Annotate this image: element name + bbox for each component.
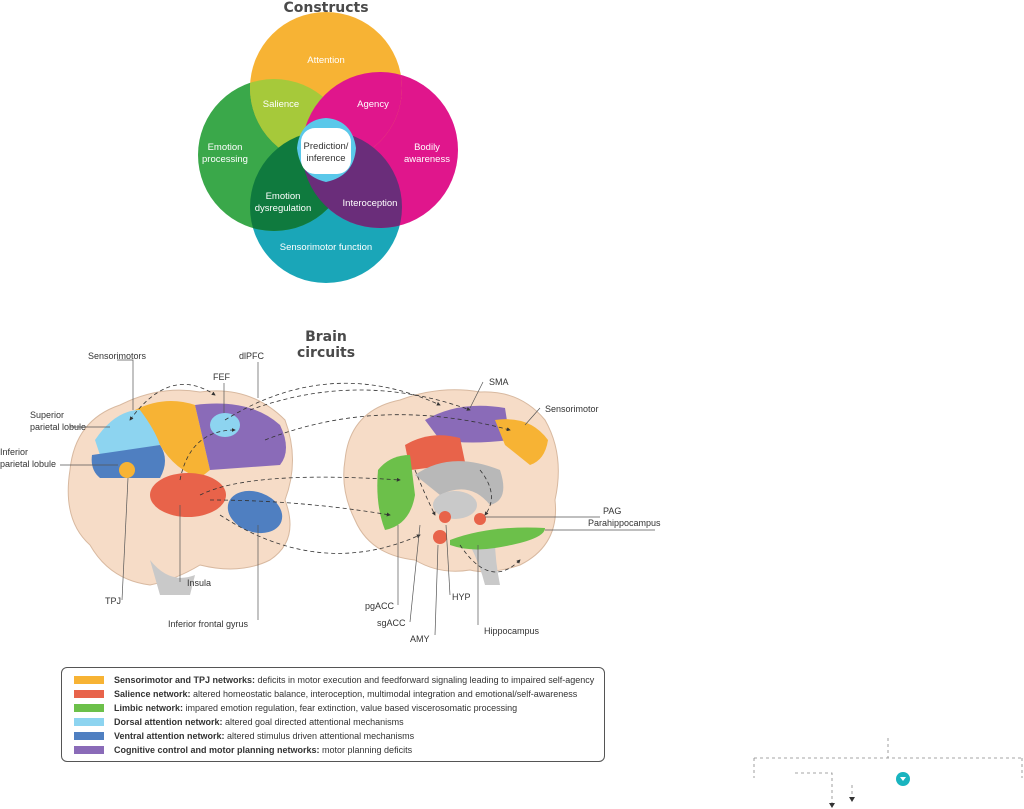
label-sensorimotors: Sensorimotors — [88, 351, 147, 361]
label-bodily-awareness-1: Bodily — [414, 142, 440, 153]
flow-node — [896, 772, 910, 786]
label-attention: Attention — [307, 55, 345, 66]
amy-region — [433, 530, 447, 544]
connection-7 — [219, 514, 421, 554]
label-emotion-processing-1: Emotion — [208, 142, 243, 153]
venn-prediction-center — [301, 128, 351, 174]
label-superior-parietal-1: Superior — [30, 410, 64, 420]
legend-text: Dorsal attention network: altered goal d… — [114, 717, 404, 727]
legend-swatch — [74, 718, 104, 726]
label-fef: FEF — [213, 372, 231, 382]
legend-item-sensorimotor: Sensorimotor and TPJ networks: deficits … — [74, 674, 594, 686]
leader-tpj — [121, 477, 129, 601]
connection-2 — [224, 382, 441, 421]
label-emotion-dysregulation-1: Emotion — [266, 191, 301, 202]
label-pag: PAG — [603, 506, 621, 516]
chevron-down-icon — [900, 777, 906, 781]
label-bodily-awareness-2: awareness — [404, 154, 450, 165]
connection-11 — [459, 544, 521, 573]
legend-text: Limbic network: impared emotion regulati… — [114, 703, 518, 713]
connection-6 — [209, 499, 391, 517]
pag-region — [474, 513, 486, 525]
label-emotion-processing-2: processing — [202, 154, 248, 165]
label-prediction-2: inference — [306, 153, 345, 164]
label-sensorimotor-function: Sensorimotor function — [280, 242, 372, 253]
label-insula: Insula — [187, 578, 211, 588]
label-inferior-frontal: Inferior frontal gyrus — [168, 619, 249, 629]
leader-sensorimotor — [524, 407, 541, 426]
label-dlpfc: dlPFC — [239, 351, 265, 361]
flow-line-5 — [795, 772, 833, 805]
connection-8 — [199, 476, 401, 496]
legend-swatch — [74, 732, 104, 740]
hyp-region — [439, 511, 451, 523]
legend-item-dorsal-attention: Dorsal attention network: altered goal d… — [74, 716, 404, 728]
label-emotion-dysregulation-2: dysregulation — [255, 203, 312, 214]
legend-text: Salience network: altered homeostatic ba… — [114, 689, 578, 699]
legend: Sensorimotor and TPJ networks: deficits … — [61, 667, 605, 762]
label-inferior-parietal-1: Inferior — [0, 447, 28, 457]
leader-lines — [60, 359, 655, 636]
label-parahippocampus: Parahippocampus — [588, 518, 661, 528]
inferior-parietal-region — [91, 445, 165, 478]
legend-item-ventral-attention: Ventral attention network: altered stimu… — [74, 730, 414, 742]
label-superior-parietal-2: parietal lobule — [30, 422, 86, 432]
connection-10 — [479, 469, 492, 516]
leader-amy — [434, 544, 439, 636]
label-hippocampus: Hippocampus — [484, 626, 540, 636]
label-pgacc: pgACC — [365, 601, 395, 611]
insula-region — [150, 473, 226, 517]
connection-3 — [249, 389, 471, 411]
network-connections — [129, 382, 521, 573]
label-sma: SMA — [489, 377, 509, 387]
legend-text: Sensorimotor and TPJ networks: deficits … — [114, 675, 595, 685]
brain-circuits-title: Brain circuits — [296, 329, 356, 361]
legend-swatch — [74, 690, 104, 698]
label-inferior-parietal-2: parietal lobule — [0, 459, 56, 469]
label-salience: Salience — [263, 99, 299, 110]
legend-item-cognitive-control: Cognitive control and motor planning net… — [74, 744, 412, 756]
label-interoception: Interoception — [343, 198, 398, 209]
constructs-title: Constructs — [283, 0, 369, 16]
brainstem — [470, 540, 500, 585]
legend-item-limbic: Limbic network: impared emotion regulati… — [74, 702, 517, 714]
leader-sgacc — [409, 524, 421, 623]
connection-5 — [179, 428, 236, 481]
limbic-region-medial — [377, 455, 415, 530]
legend-swatch — [74, 746, 104, 754]
label-sgacc: sgACC — [377, 618, 406, 628]
legend-swatch — [74, 676, 104, 684]
leader-sensorimotors — [117, 359, 134, 410]
legend-swatch — [74, 704, 104, 712]
legend-text: Ventral attention network: altered stimu… — [114, 731, 415, 741]
flow-arrowhead-2 — [849, 797, 855, 802]
leader-hyp — [445, 524, 451, 596]
label-agency: Agency — [357, 99, 389, 110]
label-amy: AMY — [410, 634, 430, 644]
legend-text: Cognitive control and motor planning net… — [114, 745, 413, 755]
superior-parietal-region — [95, 410, 160, 455]
label-tpj: TPJ — [105, 596, 121, 606]
label-prediction-1: Prediction/ — [304, 141, 349, 152]
legend-item-salience: Salience network: altered homeostatic ba… — [74, 688, 577, 700]
connection-9 — [414, 469, 436, 516]
cerebellum — [150, 560, 195, 595]
leader-sma — [469, 381, 484, 409]
venn-dysregulation-region — [250, 131, 350, 231]
label-hyp: HYP — [452, 592, 471, 602]
sma-region — [425, 405, 510, 443]
parahippocampus-region — [450, 527, 545, 550]
salience-region-medial — [405, 435, 465, 470]
label-sensorimotor: Sensorimotor — [545, 404, 599, 414]
flow-arrowhead-1 — [829, 803, 835, 808]
connection-4 — [264, 414, 511, 441]
tpj-region — [119, 462, 135, 478]
